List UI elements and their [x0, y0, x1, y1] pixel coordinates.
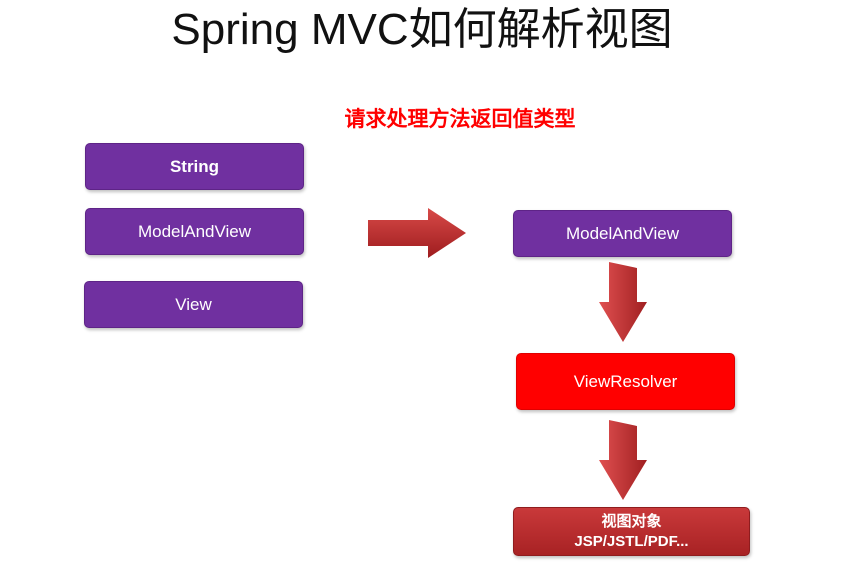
flow-modelandview: ModelAndView [513, 210, 732, 257]
down-arrow-icon [599, 262, 647, 342]
view-object-title: 视图对象 [601, 512, 662, 530]
return-type-string: String [85, 143, 304, 190]
return-type-modelandview: ModelAndView [85, 208, 304, 255]
right-arrow-icon [368, 208, 466, 258]
return-type-heading: 请求处理方法返回值类型 [344, 106, 576, 131]
return-type-view: View [84, 281, 303, 328]
view-object-box: 视图对象 JSP/JSTL/PDF... [513, 507, 750, 556]
view-resolver-box: ViewResolver [516, 353, 735, 410]
view-object-types: JSP/JSTL/PDF... [574, 532, 689, 550]
down-arrow-icon [599, 420, 647, 500]
page-title: Spring MVC如何解析视图 [171, 5, 673, 54]
